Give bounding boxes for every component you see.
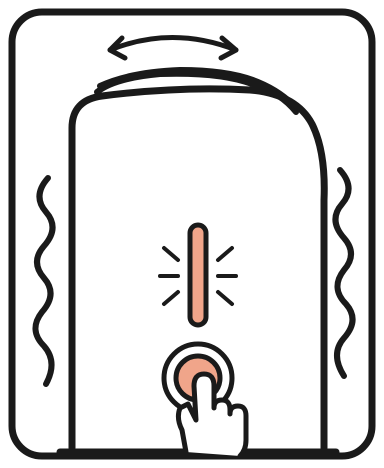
wavy-line-icon bbox=[335, 170, 352, 376]
double-arrow-icon bbox=[110, 38, 236, 59]
led-indicator-icon bbox=[190, 225, 206, 325]
wavy-line-icon bbox=[35, 178, 52, 384]
